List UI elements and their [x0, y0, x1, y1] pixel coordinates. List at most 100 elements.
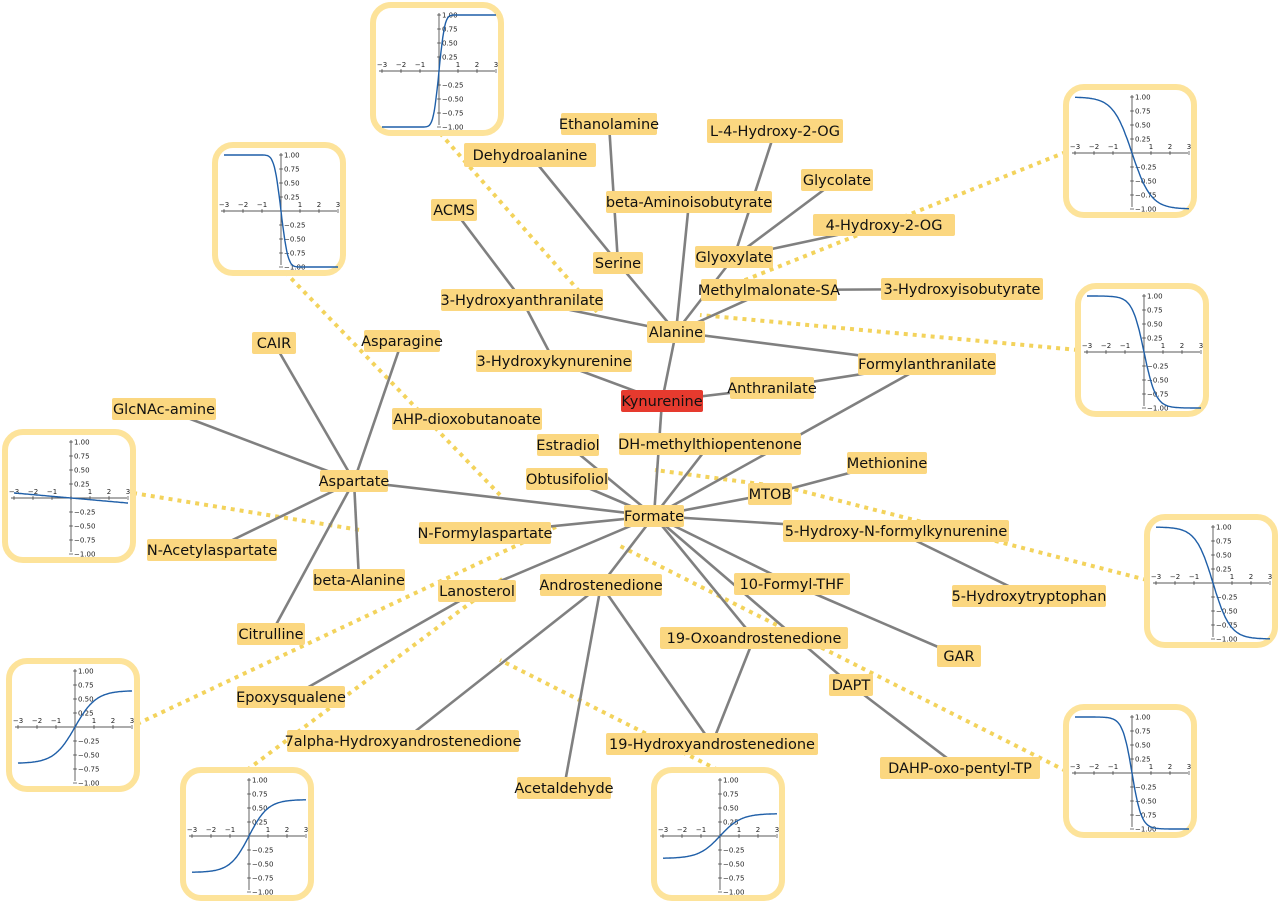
- node-anthranilate[interactable]: Anthranilate: [727, 377, 817, 399]
- node-citrulline[interactable]: Citrulline: [237, 623, 305, 645]
- node-kynurenine[interactable]: Kynurenine: [621, 390, 703, 412]
- inset-x-tick-label: −2: [1089, 763, 1099, 771]
- dotted-link: [619, 544, 1067, 773]
- node-hydroxy2og[interactable]: 4-Hydroxy-2-OG: [813, 214, 955, 236]
- node-box: [237, 686, 345, 708]
- node-hydroxyanthranilate[interactable]: 3-Hydroxyanthranilate: [441, 289, 604, 311]
- node-dhmethylthiopentenone[interactable]: DH-methylthiopentenone: [618, 433, 802, 455]
- inset-x-tick-label: 3: [304, 826, 308, 834]
- node-hydroxynformylkynurenine[interactable]: 5-Hydroxy-N-formylkynurenine: [783, 520, 1009, 542]
- node-hydroxyisobutyrate[interactable]: 3-Hydroxyisobutyrate: [881, 278, 1043, 300]
- node-label: DAHP-oxo-pentyl-TP: [888, 761, 1032, 777]
- node-formylanthranilate[interactable]: Formylanthranilate: [858, 353, 996, 375]
- inset-y-tick-label: −0.50: [1216, 608, 1237, 616]
- inset-x-tick-label: −1: [1189, 573, 1199, 581]
- node-label: Methylmalonate-SA: [698, 283, 840, 299]
- node-label: Obtusifoliol: [526, 472, 608, 488]
- node-lanosterol[interactable]: Lanosterol: [438, 580, 516, 602]
- edge-line: [476, 514, 655, 593]
- node-label: GAR: [943, 649, 974, 665]
- node-mtob[interactable]: MTOB: [748, 483, 792, 505]
- inset-x-tick-label: 2: [1168, 763, 1172, 771]
- node-dehydroalanine[interactable]: Dehydroalanine: [464, 143, 596, 167]
- edge-line: [290, 589, 478, 699]
- inset-y-tick-label: −0.25: [78, 738, 99, 746]
- edge-line: [674, 201, 691, 333]
- node-methionine[interactable]: Methionine: [847, 452, 928, 474]
- node-acetaldehyde[interactable]: Acetaldehyde: [514, 777, 614, 799]
- node-obtusifoliol[interactable]: Obtusifoliol: [526, 468, 608, 490]
- node-betaaminoisobutyrate[interactable]: beta-Aminoisobutyrate: [606, 191, 772, 213]
- node-ahpdioxobutanoate[interactable]: AHP-dioxobutanoate: [392, 408, 542, 430]
- edge-line: [352, 340, 404, 482]
- node-aspartate[interactable]: Aspartate: [319, 470, 390, 492]
- inset-y-tick-label: −0.75: [723, 875, 744, 883]
- node-nacetylaspartate[interactable]: N-Acetylaspartate: [147, 539, 277, 561]
- inset-y-tick-label: 0.75: [723, 791, 739, 799]
- node-asparagine[interactable]: Asparagine: [361, 330, 443, 352]
- node-hydroxytryptophan[interactable]: 5-Hydroxytryptophan: [952, 585, 1107, 607]
- node-betaalanine[interactable]: beta-Alanine: [313, 569, 405, 591]
- inset-x-tick-label: 2: [1249, 573, 1253, 581]
- inset-y-tick-label: 0.50: [723, 805, 739, 813]
- node-box: [147, 539, 277, 561]
- inset-y-tick-label: 0.25: [1135, 136, 1151, 144]
- node-label: Estradiol: [536, 438, 599, 454]
- node-glycolate[interactable]: Glycolate: [801, 169, 873, 191]
- node-estradiol[interactable]: Estradiol: [536, 434, 600, 456]
- node-dapt[interactable]: DAPT: [829, 674, 873, 696]
- inset-x-tick-label: 2: [107, 488, 111, 496]
- node-label: Ethanolamine: [559, 117, 659, 133]
- node-alanine[interactable]: Alanine: [647, 321, 705, 343]
- inset-x-tick-label: −3: [13, 717, 23, 725]
- node-cair[interactable]: CAIR: [252, 332, 296, 354]
- node-box: [730, 377, 814, 399]
- inset-y-tick-label: −0.75: [78, 766, 99, 774]
- inset-x-tick-label: 1: [298, 201, 302, 209]
- inset-y-tick-label: −0.75: [252, 875, 273, 883]
- node-nformylaspartate[interactable]: N-Formylaspartate: [418, 522, 553, 544]
- inset-curve: [192, 799, 306, 873]
- node-hydroxyandrostenedione19[interactable]: 19-Hydroxyandrostenedione: [606, 733, 818, 755]
- inset-x-tick-label: 1: [456, 61, 460, 69]
- node-box: [880, 757, 1040, 779]
- node-alphahydroxyandrostenedione[interactable]: 7alpha-Hydroxyandrostenedione: [285, 730, 522, 752]
- node-gar[interactable]: GAR: [937, 645, 981, 667]
- inset-y-tick-label: −1.00: [74, 551, 95, 559]
- node-oxoandrostenedione[interactable]: 19-Oxoandrostenedione: [660, 627, 848, 649]
- node-androstenedione[interactable]: Androstenedione: [539, 574, 663, 596]
- inset-curve: [1075, 96, 1189, 210]
- node-box: [320, 470, 388, 492]
- inset-y-tick-label: −0.50: [1135, 178, 1156, 186]
- inset-x-tick-label: −2: [1170, 573, 1180, 581]
- inset-x-tick-label: 1: [737, 826, 741, 834]
- node-glyoxylate[interactable]: Glyoxylate: [695, 246, 773, 268]
- node-formylthf[interactable]: 10-Formyl-THF: [734, 573, 850, 595]
- node-methylmalonatesa[interactable]: Methylmalonate-SA: [698, 279, 840, 301]
- inset-frame: [2, 429, 136, 563]
- node-serine[interactable]: Serine: [593, 252, 643, 274]
- inset-y-tick-label: 0.50: [1135, 742, 1151, 750]
- inset-x-tick-label: 3: [1199, 342, 1203, 350]
- edge-line: [353, 479, 655, 518]
- inset-y-tick-label: 1.00: [78, 668, 94, 676]
- node-box: [707, 119, 843, 143]
- inset-y-tick-label: 1.00: [1147, 293, 1163, 301]
- node-formate[interactable]: Formate: [624, 505, 684, 527]
- node-ethanolamine[interactable]: Ethanolamine: [559, 113, 659, 135]
- node-l4hydroxy2og[interactable]: L-4-Hydroxy-2-OG: [707, 119, 843, 143]
- node-hydroxykynurenine[interactable]: 3-Hydroxykynurenine: [476, 350, 632, 372]
- node-dahpoxopentyltp[interactable]: DAHP-oxo-pentyl-TP: [880, 757, 1040, 779]
- inset-curve: [17, 690, 133, 764]
- node-box: [593, 252, 643, 274]
- inset-x-tick-label: 1: [266, 826, 270, 834]
- node-acms[interactable]: ACMS: [431, 199, 477, 221]
- node-glcnacamine[interactable]: GlcNAc-amine: [112, 398, 216, 420]
- edge-line: [567, 443, 655, 518]
- inset-x-tick-label: 3: [1268, 573, 1272, 581]
- inset-y-tick-label: −0.50: [252, 861, 273, 869]
- node-epoxysqualene[interactable]: Epoxysqualene: [236, 686, 346, 708]
- node-label: 5-Hydroxytryptophan: [952, 589, 1107, 605]
